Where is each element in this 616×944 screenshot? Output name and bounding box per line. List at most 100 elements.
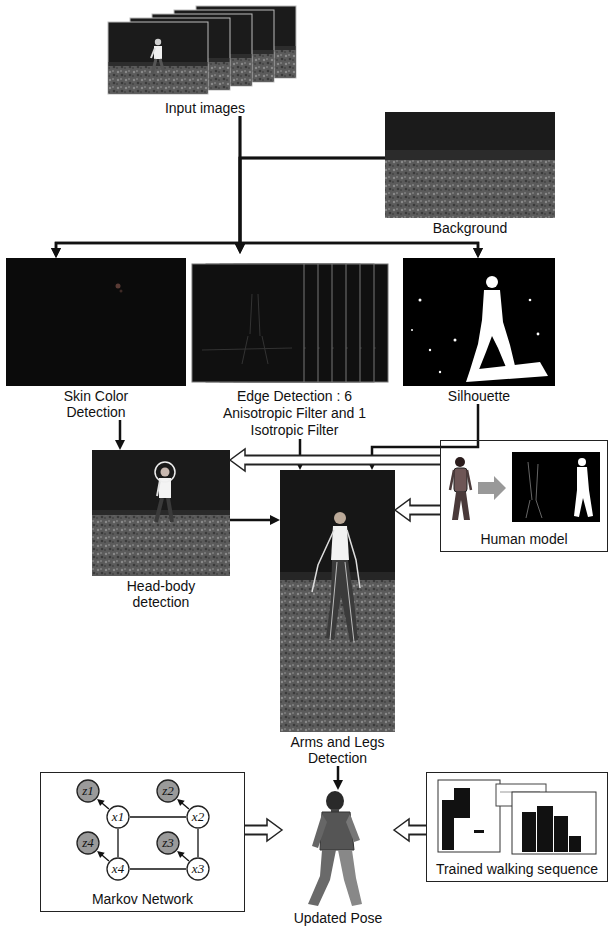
hollow-arrowhead xyxy=(394,819,409,841)
image-panel: Updated Pose xyxy=(282,790,394,926)
image-stack: Edge Detection : 6 Anisotropic Filter an… xyxy=(192,254,397,439)
caption: Background xyxy=(385,220,555,236)
connector xyxy=(177,851,189,861)
arrowhead xyxy=(235,244,245,254)
connector-line xyxy=(130,868,186,869)
caption: Markov Network xyxy=(41,891,244,907)
hollow-arrow-fill xyxy=(245,827,267,834)
caption: Skin Color Detection xyxy=(46,388,146,420)
arrowhead xyxy=(97,851,105,858)
connector-line xyxy=(230,519,271,522)
connector xyxy=(51,116,240,258)
image-panel: Arms and Legs Detection xyxy=(280,470,395,766)
observed-node: z2 xyxy=(156,779,180,803)
connector xyxy=(333,766,343,790)
connector-line xyxy=(102,803,109,809)
connector xyxy=(240,158,483,258)
connector-line xyxy=(56,116,240,249)
arrowhead xyxy=(333,780,343,790)
connector-line xyxy=(130,816,186,817)
caption: Edge Detection : 6 Anisotropic Filter an… xyxy=(215,388,375,439)
arrowhead xyxy=(473,248,483,258)
state-node: x1 xyxy=(106,805,130,829)
arrowhead xyxy=(235,244,245,254)
connector-line xyxy=(182,855,189,861)
connector-line xyxy=(119,420,122,441)
connector xyxy=(130,869,186,870)
node-label: z1 xyxy=(76,779,100,803)
network-box: Markov Network z1 z2 x1 x2 z4 z3 x4 x3 xyxy=(40,772,245,912)
caption: Trained walking sequence xyxy=(427,861,607,877)
model-box: Human model xyxy=(440,440,608,552)
node-label: x1 xyxy=(106,805,130,829)
connector xyxy=(235,158,385,254)
connector xyxy=(97,799,109,809)
hollow-arrow-outline xyxy=(245,455,440,466)
caption: Arms and Legs Detection xyxy=(283,734,393,766)
connector xyxy=(115,420,125,450)
hollow-arrowhead xyxy=(395,499,410,521)
caption: Silhouette xyxy=(403,388,555,404)
connector-line xyxy=(372,404,478,461)
chart-box: Trained walking sequence xyxy=(426,772,608,882)
connector xyxy=(395,499,440,521)
connector xyxy=(240,116,483,258)
node-label: z3 xyxy=(156,831,180,855)
connector xyxy=(177,799,189,809)
connector xyxy=(118,829,119,857)
hollow-arrow-joint xyxy=(407,507,411,514)
arrowhead xyxy=(51,248,61,258)
connector xyxy=(245,819,282,841)
hollow-arrowhead xyxy=(230,449,245,471)
image-panel: Head-body detection xyxy=(92,450,230,610)
image-panel: Skin Color Detection xyxy=(6,258,186,420)
caption: Updated Pose xyxy=(282,910,394,926)
observed-node: z4 xyxy=(76,831,100,855)
node-label: x2 xyxy=(186,805,210,829)
node-circle xyxy=(107,806,129,828)
node-circle xyxy=(157,832,179,854)
hollow-arrow-joint xyxy=(406,827,410,834)
connector-line xyxy=(337,766,340,781)
node-circle xyxy=(157,780,179,802)
connector-line xyxy=(197,829,198,857)
node-label: x4 xyxy=(106,857,130,881)
arrowhead xyxy=(51,248,61,258)
node-circle xyxy=(187,806,209,828)
state-node: x2 xyxy=(186,805,210,829)
state-node: x3 xyxy=(186,857,210,881)
connector xyxy=(130,817,186,818)
node-circle xyxy=(107,858,129,880)
hollow-arrow-outline xyxy=(410,505,440,516)
hollow-arrow-fill xyxy=(245,457,440,464)
hollow-arrow-outline xyxy=(245,825,267,836)
connector xyxy=(230,449,440,471)
connector xyxy=(198,829,199,857)
connector-line xyxy=(56,158,385,249)
hollow-arrow-outline xyxy=(409,825,426,836)
observed-node: z3 xyxy=(156,831,180,855)
image-panel: Background xyxy=(385,112,555,236)
node-circle xyxy=(77,780,99,802)
arrowhead xyxy=(97,799,105,806)
node-label: z2 xyxy=(156,779,180,803)
node-circle xyxy=(187,858,209,880)
connector-line xyxy=(117,829,118,857)
connector xyxy=(394,819,426,841)
connector-line xyxy=(182,803,189,809)
image-panel: Silhouette xyxy=(403,258,555,404)
observed-node: z1 xyxy=(76,779,100,803)
hollow-arrow-joint xyxy=(266,827,270,834)
image-stack: Input images xyxy=(105,2,305,116)
node-circle xyxy=(77,832,99,854)
node-label: z4 xyxy=(76,831,100,855)
arrowhead xyxy=(473,248,483,258)
arrowhead xyxy=(115,440,125,450)
node-label: x3 xyxy=(186,857,210,881)
arrowhead xyxy=(177,799,185,806)
hollow-arrowhead xyxy=(267,819,282,841)
connector xyxy=(97,851,109,861)
